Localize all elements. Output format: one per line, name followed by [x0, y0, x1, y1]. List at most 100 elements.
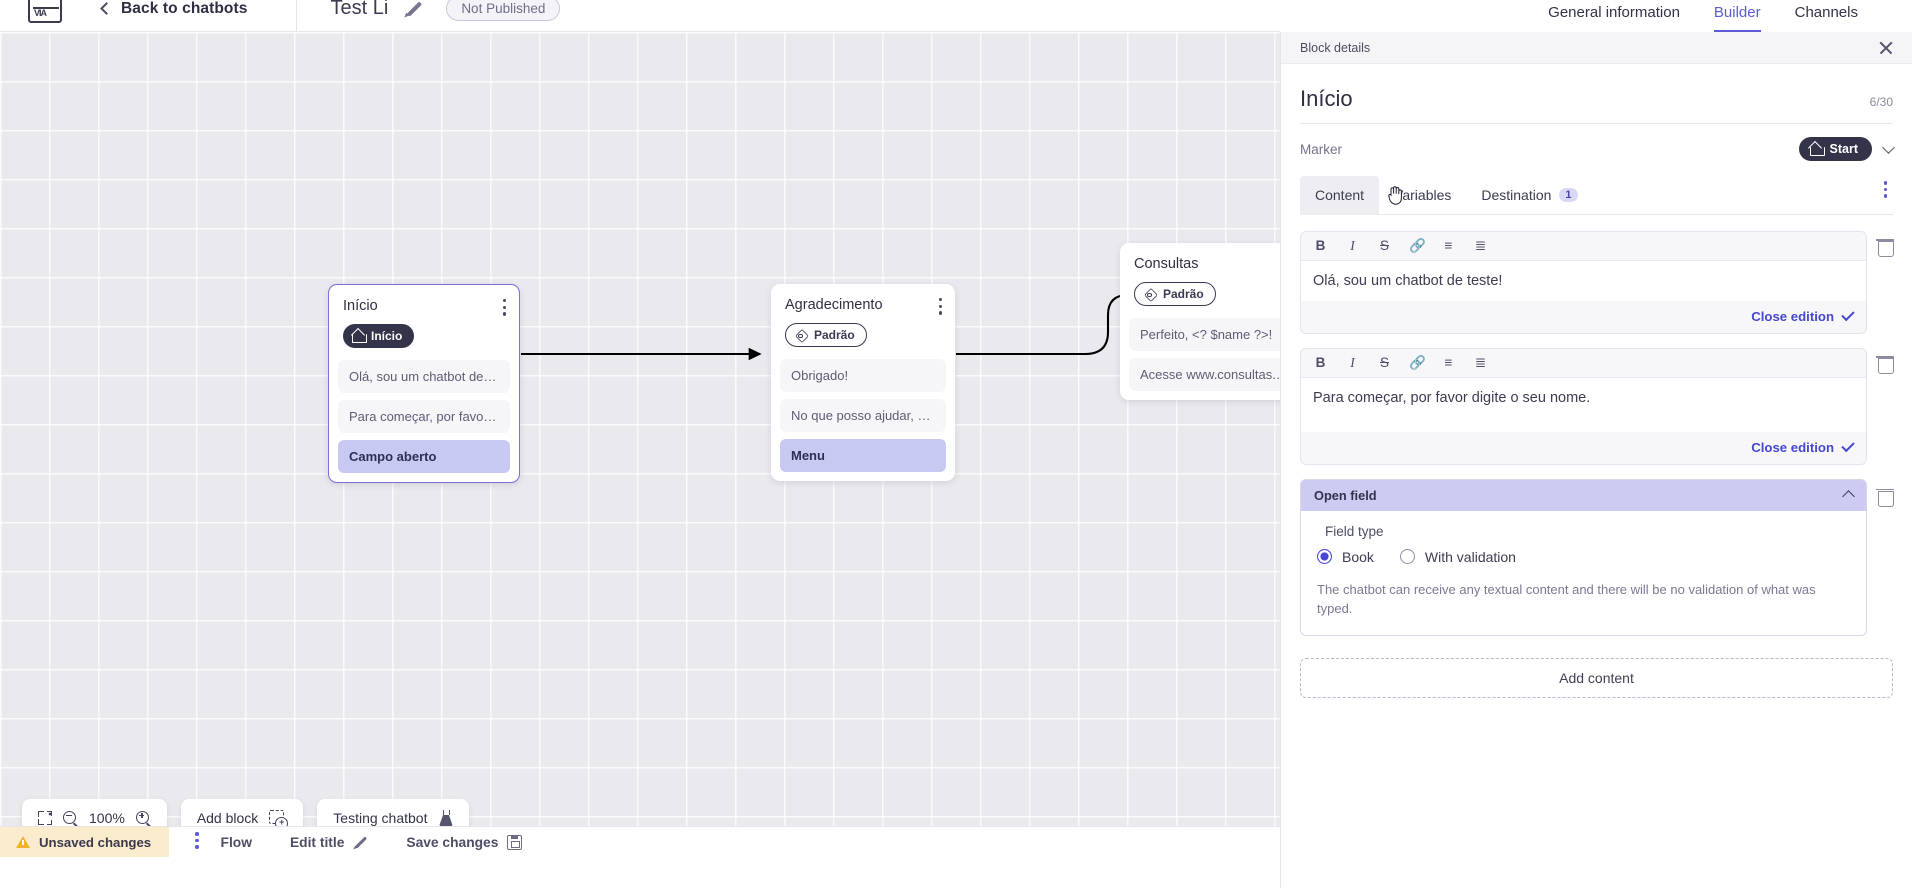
panel-header: Block details — [1281, 32, 1912, 64]
tab-general-information[interactable]: General information — [1548, 4, 1680, 21]
bold-icon[interactable]: B — [1315, 355, 1326, 371]
tab-variables[interactable]: Variables — [1379, 176, 1466, 215]
node-message[interactable]: Obrigado! — [780, 359, 946, 392]
tab-channels[interactable]: Channels — [1794, 4, 1858, 21]
open-field-card: Open field Field type Book Wi — [1300, 478, 1867, 636]
bold-icon[interactable]: B — [1315, 238, 1326, 253]
fit-screen-icon[interactable] — [38, 811, 52, 825]
tab-destination-label: Destination — [1481, 187, 1552, 203]
status-more-button[interactable] — [195, 832, 199, 851]
node-header: Consultas Padrão — [1120, 243, 1310, 306]
radio-option-book[interactable]: Book — [1317, 549, 1374, 565]
node-badge-label: Padrão — [814, 328, 855, 342]
chevron-left-icon — [100, 2, 113, 15]
panel-more-button[interactable] — [1878, 181, 1893, 208]
rich-text-toolbar: B I S 🔗 ≡ ≣ — [1301, 349, 1866, 378]
node-message[interactable]: Para começar, por favor digite o ... — [338, 400, 510, 433]
node-message-active[interactable]: Campo aberto — [338, 440, 510, 473]
delete-content-block-icon[interactable] — [1876, 355, 1894, 375]
marker-value: Start — [1829, 142, 1858, 156]
italic-icon[interactable]: I — [1350, 238, 1355, 253]
strikethrough-icon[interactable]: S — [1379, 355, 1389, 371]
close-edition-button[interactable]: Close edition — [1751, 309, 1834, 325]
bullet-list-icon[interactable]: ≡ — [1444, 238, 1453, 253]
panel-title-row: Início 6/30 — [1300, 64, 1893, 124]
marker-label: Marker — [1300, 141, 1343, 157]
chatbot-title: Test Li — [330, 0, 389, 19]
open-field-description: The chatbot can receive any textual cont… — [1317, 581, 1816, 617]
tab-content[interactable]: Content — [1300, 176, 1380, 215]
edit-title-pencil-icon[interactable] — [404, 0, 422, 18]
node-badge-default: Padrão — [1134, 282, 1216, 306]
node-messages: Perfeito, <? $name ?>! Acesse www.consul… — [1120, 318, 1310, 391]
warning-icon — [16, 836, 30, 848]
add-block-label: Add block — [196, 810, 259, 826]
content-block-row: B I S 🔗 ≡ ≣ Para começar, por favor digi… — [1300, 348, 1894, 479]
node-message[interactable]: Perfeito, <? $name ?>! — [1129, 318, 1301, 351]
back-to-chatbots-label: Back to chatbots — [121, 0, 248, 17]
node-message-active[interactable]: Menu — [780, 439, 946, 472]
marker-start-badge[interactable]: Start — [1798, 137, 1872, 161]
tab-builder[interactable]: Builder — [1713, 4, 1761, 32]
radio-icon-selected[interactable] — [1317, 549, 1332, 565]
node-badge-label: Padrão — [1163, 287, 1204, 301]
chevron-up-icon[interactable] — [1842, 490, 1855, 503]
radio-option-with-validation[interactable]: With validation — [1399, 549, 1516, 565]
flow-node-inicio[interactable]: Início Início Olá, sou um chatbot de tes… — [328, 284, 520, 483]
numbered-list-icon[interactable]: ≣ — [1474, 238, 1487, 253]
radio-icon-unselected[interactable] — [1399, 549, 1415, 565]
numbered-list-icon[interactable]: ≣ — [1474, 355, 1487, 371]
add-content-button[interactable]: Add content — [1300, 657, 1893, 698]
link-icon[interactable]: 🔗 — [1409, 238, 1426, 253]
back-to-chatbots-link[interactable]: Back to chatbots — [100, 0, 248, 18]
content-block-text[interactable]: Para começar, por favor digite o seu nom… — [1301, 377, 1866, 432]
unsaved-changes-indicator: Unsaved changes — [0, 826, 170, 857]
tab-content-label: Content — [1315, 187, 1365, 203]
node-menu-button[interactable] — [503, 299, 507, 319]
open-field-title: Open field — [1314, 487, 1377, 503]
zoom-out-icon[interactable] — [63, 810, 78, 826]
tag-icon — [795, 329, 808, 341]
save-changes-label: Save changes — [406, 834, 499, 850]
link-icon[interactable]: 🔗 — [1409, 355, 1426, 371]
node-message[interactable]: No que posso ajudar, <? $name ... — [780, 399, 946, 432]
panel-header-title: Block details — [1300, 40, 1371, 55]
tag-icon — [1144, 288, 1157, 300]
check-icon — [1841, 307, 1855, 322]
node-message[interactable]: Acesse www.consultas.com par... — [1129, 358, 1301, 391]
node-menu-button[interactable] — [939, 298, 943, 318]
save-changes-button[interactable]: Save changes — [406, 834, 523, 850]
open-field-header[interactable]: Open field — [1301, 479, 1866, 511]
tab-destination[interactable]: Destination 1 — [1466, 176, 1592, 215]
field-type-radio-group: Book With validation — [1317, 549, 1850, 565]
edit-title-button[interactable]: Edit title — [290, 835, 368, 850]
content-block-row: B I S 🔗 ≡ ≣ Olá, sou um chatbot de teste… — [1300, 231, 1894, 348]
save-disk-icon — [507, 834, 523, 850]
flow-button[interactable]: Flow — [221, 835, 252, 850]
chevron-down-icon[interactable] — [1882, 140, 1895, 154]
panel-content: B I S 🔗 ≡ ≣ Olá, sou um chatbot de teste… — [1281, 215, 1912, 888]
panel-tab-bar: Content Variables Destination 1 — [1300, 176, 1893, 215]
open-field-body: Field type Book With validation The — [1301, 511, 1866, 635]
node-message[interactable]: Olá, sou um chatbot de teste! — [338, 360, 510, 393]
node-badge-label: Início — [371, 329, 403, 343]
marker-control[interactable]: Start — [1798, 137, 1895, 161]
close-icon[interactable] — [1878, 40, 1894, 56]
content-block-editor-2: B I S 🔗 ≡ ≣ Para começar, por favor digi… — [1300, 348, 1867, 465]
char-counter: 6/30 — [1869, 95, 1893, 109]
marker-row: Marker Start — [1300, 124, 1895, 174]
edit-title-label: Edit title — [289, 834, 345, 850]
flow-label: Flow — [220, 834, 252, 850]
delete-open-field-icon[interactable] — [1876, 488, 1894, 507]
close-edition-button[interactable]: Close edition — [1751, 439, 1834, 455]
delete-content-block-icon[interactable] — [1876, 238, 1894, 257]
content-block-text[interactable]: Olá, sou um chatbot de teste! — [1301, 260, 1866, 302]
flow-node-agradecimento[interactable]: Agradecimento Padrão Obrigado! No que po… — [771, 284, 955, 481]
flow-node-consultas[interactable]: Consultas Padrão Perfeito, <? $name ?>! … — [1120, 243, 1310, 400]
italic-icon[interactable]: I — [1350, 355, 1355, 371]
bullet-list-icon[interactable]: ≡ — [1444, 355, 1453, 371]
strikethrough-icon[interactable]: S — [1379, 238, 1389, 253]
rich-text-toolbar: B I S 🔗 ≡ ≣ — [1301, 232, 1866, 261]
zoom-in-icon[interactable] — [135, 810, 151, 826]
main-tabs: General information Builder Channels — [1280, 0, 1912, 32]
